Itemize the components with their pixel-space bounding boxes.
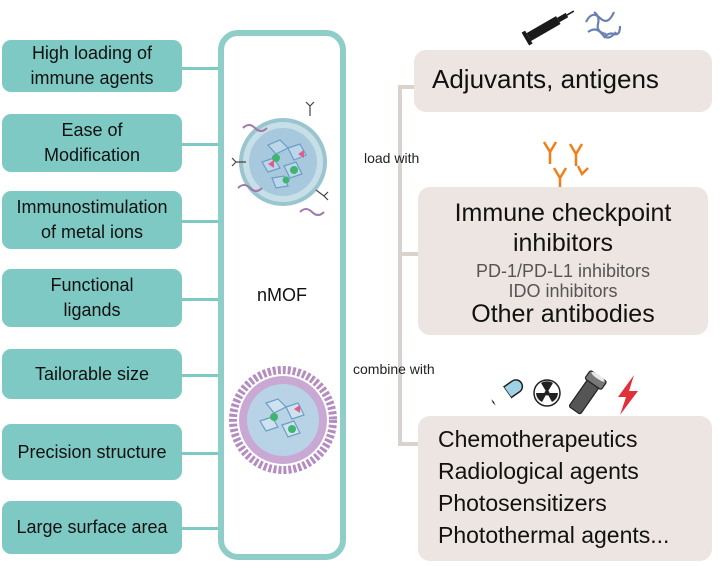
feature-label: Large surface area: [16, 517, 168, 537]
bracket-line: [398, 85, 402, 445]
adjuvants-box: Adjuvants, antigens: [414, 50, 712, 112]
flashlight-icon: [568, 370, 607, 415]
feature-functional-ligands: Functional ligands: [2, 269, 182, 327]
protein-icon: [585, 11, 622, 39]
feature-high-loading: High loading of immune agents: [2, 40, 182, 92]
connector-line: [182, 67, 219, 70]
therapy-item: Chemotherapeutics: [438, 426, 638, 452]
feature-ease-of-modification: Ease of Modification: [2, 114, 182, 172]
liposome-nanoparticle-icon: [229, 366, 337, 474]
checkpoint-title: inhibitors: [512, 229, 614, 257]
feature-label: Functional ligands: [50, 275, 134, 320]
bracket-line: [398, 252, 420, 256]
feature-label: Ease of Modification: [43, 120, 141, 165]
therapies-box: Chemotherapeutics Radiological agents Ph…: [418, 416, 712, 561]
checkpoint-title: Immune checkpoint: [454, 199, 672, 227]
feature-label: Immunostimulation of metal ions: [16, 197, 168, 242]
feature-immunostimulation: Immunostimulation of metal ions: [2, 191, 182, 249]
load-with-label: load with: [364, 150, 420, 166]
checkpoint-subtitle: PD-1/PD-L1 inhibitors: [475, 261, 651, 281]
connector-line: [182, 374, 219, 377]
other-antibodies-text: Other antibodies: [471, 300, 655, 328]
checkpoint-box: Immune checkpoint inhibitors PD-1/PD-L1 …: [418, 187, 708, 335]
checkpoint-subtitle: IDO inhibitors: [508, 281, 618, 301]
feature-large-surface-area: Large surface area: [2, 501, 182, 554]
feature-label: Precision structure: [17, 441, 167, 462]
antibody-icon: [542, 141, 589, 190]
connector-line: [182, 220, 219, 223]
nmof-label: nMOF: [256, 285, 307, 305]
therapy-item: Photothermal agents...: [438, 522, 670, 548]
therapy-item: Radiological agents: [438, 458, 639, 484]
radiation-icon: [533, 379, 561, 407]
functionalized-nanoparticle-icon: [231, 101, 329, 216]
connector-line: [182, 452, 219, 455]
feature-precision-structure: Precision structure: [2, 424, 182, 480]
feature-label: High loading of immune agents: [30, 43, 154, 88]
combine-with-label: combine with: [353, 361, 435, 377]
bracket-line: [398, 442, 418, 446]
syringe-icon: [521, 10, 575, 46]
bracket-line: [398, 85, 416, 89]
therapy-item: Photosensitizers: [438, 490, 607, 516]
feature-tailorable-size: Tailorable size: [2, 349, 182, 399]
connector-line: [182, 143, 219, 146]
pill-icon: [490, 379, 524, 409]
connector-line: [182, 298, 219, 301]
adjuvants-text: Adjuvants, antigens: [432, 64, 659, 94]
connector-line: [182, 527, 219, 530]
lightning-icon: [618, 375, 638, 415]
feature-label: Tailorable size: [34, 363, 150, 384]
